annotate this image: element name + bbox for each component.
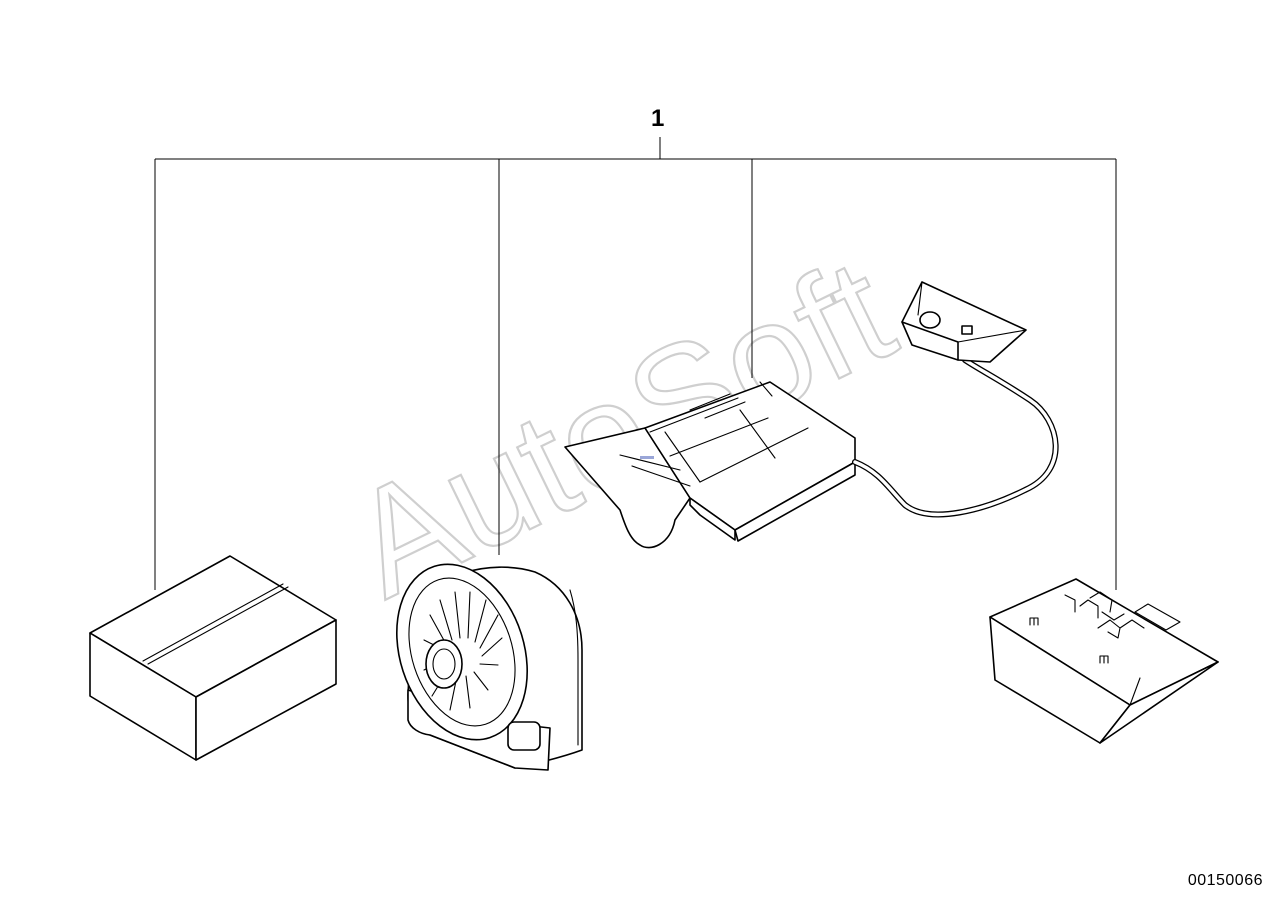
leader-lines xyxy=(154,137,1117,590)
box-part[interactable] xyxy=(89,555,337,761)
module-part[interactable] xyxy=(989,578,1219,744)
siren-part[interactable] xyxy=(375,547,583,771)
callout-label[interactable]: 1 xyxy=(651,105,664,132)
control-unit-with-sensor-part[interactable] xyxy=(564,281,1059,549)
document-number: 00150066 xyxy=(1187,872,1263,889)
